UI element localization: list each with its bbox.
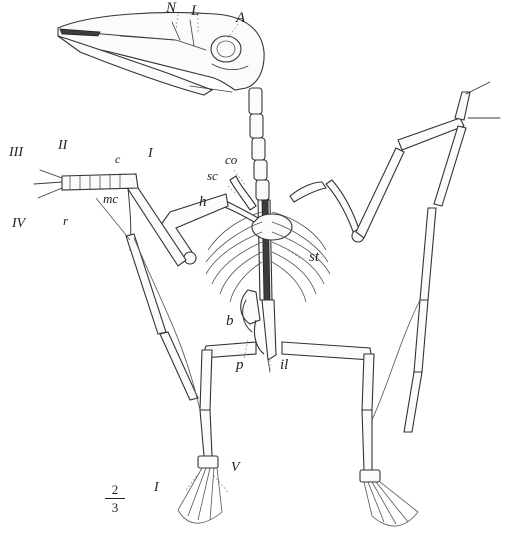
left-leg [178, 342, 256, 523]
label-I-foot: I [154, 481, 159, 495]
label-il: il [280, 358, 288, 373]
label-II: II [58, 139, 67, 153]
label-st: st [309, 250, 319, 265]
label-IV: IV [12, 217, 25, 231]
scale-denominator: 3 [112, 500, 119, 515]
label-sc: sc [207, 169, 218, 182]
label-I-hand: I [148, 147, 153, 161]
label-V: V [231, 461, 240, 475]
right-leg [282, 342, 418, 526]
label-L: L [191, 4, 199, 19]
label-mc: mc [103, 192, 118, 205]
right-wing [326, 82, 500, 432]
skull [58, 13, 264, 95]
label-N: N [166, 1, 176, 16]
scale-numerator: 2 [112, 482, 119, 497]
label-h: h [199, 195, 207, 210]
label-III: III [9, 146, 23, 160]
label-co: co [225, 153, 237, 166]
label-b: b [226, 314, 234, 329]
orbit [211, 36, 241, 62]
neck-vertebrae [249, 88, 269, 200]
label-r: r [63, 214, 68, 227]
label-c: c [115, 153, 120, 165]
scale-fraction-bar [105, 498, 125, 499]
label-p: p [236, 358, 244, 373]
label-A: A [236, 11, 245, 26]
scale-fraction: 2 3 [105, 483, 125, 514]
